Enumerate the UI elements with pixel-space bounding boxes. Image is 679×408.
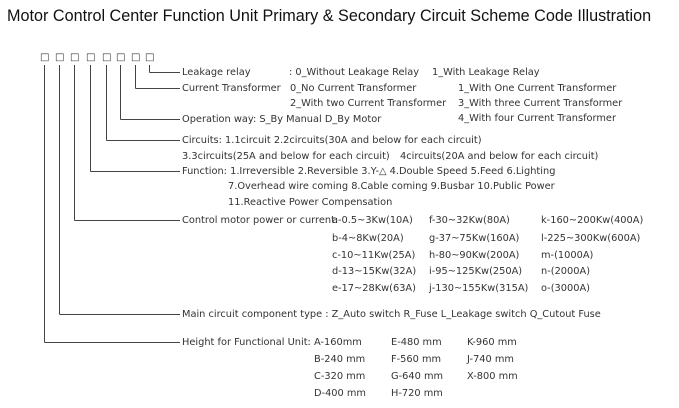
current-transformer-option: 1_With One Current Transformer bbox=[458, 83, 617, 94]
unit-height-option: A-160mm bbox=[314, 337, 362, 348]
leakage-relay-option: 1_With Leakage Relay bbox=[432, 67, 540, 78]
unit-height-option: J-740 mm bbox=[467, 354, 514, 365]
motor-power-option: o-(3000A) bbox=[541, 283, 590, 294]
code-box: □ bbox=[131, 52, 141, 63]
current-transformer-option: 4_With four Current Transformer bbox=[458, 113, 616, 124]
motor-power-option: e-17~28Kw(63A) bbox=[332, 283, 416, 294]
operation-way-label: Operation way: S_By Manual D_By Motor bbox=[182, 114, 382, 125]
motor-power-option: g-37~75Kw(160A) bbox=[429, 233, 520, 244]
motor-power-option: f-30~32Kw(80A) bbox=[429, 215, 510, 226]
page-title: Motor Control Center Function Unit Prima… bbox=[7, 7, 652, 25]
function-option: 7.Overhead wire coming 8.Cable coming 9.… bbox=[228, 181, 555, 192]
unit-height-option: K-960 mm bbox=[467, 337, 517, 348]
circuits-option: 4circuits(20A and below for each circuit… bbox=[400, 151, 599, 162]
current-transformer-option: 2_With two Current Transformer bbox=[290, 98, 447, 109]
function-label: Function: 1.Irreversible 2.Reversible 3.… bbox=[182, 166, 556, 177]
motor-power-option: d-13~15Kw(32A) bbox=[332, 266, 417, 277]
circuits-option: 3.3circuits(25A and below for each circu… bbox=[182, 151, 390, 162]
motor-power-option: n-(2000A) bbox=[541, 266, 591, 277]
leakage-relay-label: Leakage relay bbox=[182, 67, 251, 78]
unit-height-option: X-800 mm bbox=[467, 371, 518, 382]
function-option: 11.Reactive Power Compensation bbox=[228, 197, 393, 208]
current-transformer-option: 0_No Current Transformer bbox=[290, 83, 417, 94]
motor-power-option: l-225~300Kw(600A) bbox=[541, 233, 641, 244]
leakage-relay-option: : 0_Without Leakage Relay bbox=[289, 67, 420, 78]
motor-power-option: h-80~90Kw(200A) bbox=[429, 250, 520, 261]
motor-power-option: m-(1000A) bbox=[541, 250, 594, 261]
unit-height-option: B-240 mm bbox=[314, 354, 366, 365]
circuits-label: Circuits: 1.1circuit 2.2circuits(30A and… bbox=[182, 135, 482, 146]
unit-height-option: H-720 mm bbox=[391, 388, 443, 399]
code-box: □ bbox=[102, 52, 112, 63]
motor-power-option: k-160~200Kw(400A) bbox=[541, 215, 644, 226]
motor-power-label: Control motor power or current: bbox=[182, 215, 339, 226]
motor-power-option: b-4~8Kw(20A) bbox=[332, 233, 404, 244]
code-box: □ bbox=[70, 52, 80, 63]
unit-height-label: Height for Functional Unit: bbox=[182, 337, 311, 348]
current-transformer-option: 3_With three Current Transformer bbox=[458, 98, 623, 109]
code-box: □ bbox=[40, 52, 50, 63]
code-box: □ bbox=[116, 52, 126, 63]
code-box: □ bbox=[145, 52, 155, 63]
unit-height-option: D-400 mm bbox=[314, 388, 366, 399]
unit-height-option: G-640 mm bbox=[391, 371, 444, 382]
unit-height-option: C-320 mm bbox=[314, 371, 366, 382]
motor-power-option: a-0.5~3Kw(10A) bbox=[332, 215, 413, 226]
current-transformer-label: Current Transformer bbox=[182, 83, 281, 94]
motor-power-option: j-130~155Kw(315A) bbox=[429, 283, 529, 294]
unit-height-option: F-560 mm bbox=[391, 354, 442, 365]
motor-power-option: c-10~11Kw(25A) bbox=[332, 250, 416, 261]
main-circuit-label: Main circuit component type : Z_Auto swi… bbox=[182, 309, 601, 320]
unit-height-option: E-480 mm bbox=[391, 337, 442, 348]
code-box: □ bbox=[55, 52, 65, 63]
code-box: □ bbox=[86, 52, 96, 63]
motor-power-option: i-95~125Kw(250A) bbox=[429, 266, 523, 277]
